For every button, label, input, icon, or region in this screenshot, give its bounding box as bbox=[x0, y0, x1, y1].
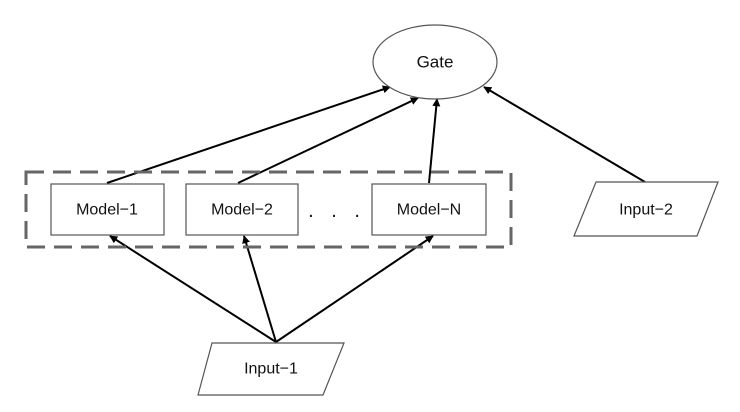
models-ellipsis: . . . bbox=[308, 200, 366, 222]
edge-input-1-to-model-2 bbox=[242, 235, 277, 343]
model-1-box bbox=[50, 183, 165, 236]
edge-model-2-to-gate bbox=[237, 97, 419, 184]
model-n-node: Model−N bbox=[371, 183, 487, 236]
edge-model-n-to-gate bbox=[428, 98, 441, 184]
input-1-label: Input−1 bbox=[244, 361, 298, 378]
model-n-box bbox=[371, 183, 487, 236]
model-2-label: Model−2 bbox=[211, 202, 273, 219]
model-2-box bbox=[185, 183, 299, 236]
input-2-label: Input−2 bbox=[619, 202, 673, 219]
model-2-node: Model−2 bbox=[185, 183, 299, 236]
input-2-node: Input−2 bbox=[573, 181, 719, 237]
model-group-border bbox=[24, 170, 513, 249]
gate-ellipse bbox=[372, 24, 498, 100]
edge-input-1-to-model-n bbox=[275, 235, 434, 343]
model-1-label: Model−1 bbox=[76, 202, 138, 219]
model-1-node: Model−1 bbox=[50, 183, 165, 236]
edge-input-2-to-gate bbox=[483, 86, 646, 183]
model-n-label: Model−N bbox=[397, 202, 461, 219]
gate-node: Gate bbox=[372, 24, 498, 100]
gate-label: Gate bbox=[417, 53, 454, 72]
input-2-shape bbox=[573, 181, 719, 237]
edges bbox=[106, 85, 646, 343]
input-1-shape bbox=[197, 342, 345, 396]
edge-input-1-to-model-1 bbox=[109, 235, 277, 343]
edge-model-1-to-gate bbox=[106, 85, 391, 184]
input-1-node: Input−1 bbox=[197, 342, 345, 396]
